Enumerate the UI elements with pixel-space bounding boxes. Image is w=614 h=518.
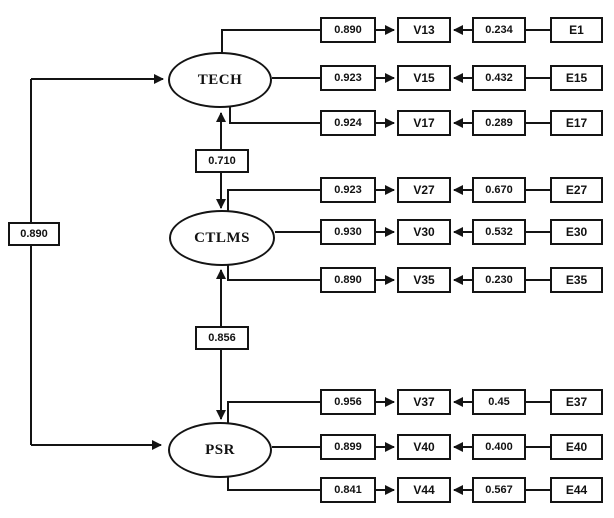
error-value-box: 0.432	[472, 65, 526, 91]
error-term-box: E44	[550, 477, 603, 503]
loading-box: 0.841	[320, 477, 376, 503]
eterm-to-error-lines	[526, 29, 550, 491]
loading-to-variable-arrows	[376, 25, 395, 495]
error-term-box: E30	[550, 219, 603, 245]
variable-box: V17	[397, 110, 451, 136]
error-term-box: E27	[550, 177, 603, 203]
variable-box: V13	[397, 17, 451, 43]
latent-to-loading-stubs	[221, 29, 320, 491]
variable-box: V40	[397, 434, 451, 460]
error-value-box: 0.670	[472, 177, 526, 203]
variable-box: V15	[397, 65, 451, 91]
tech-psr-correlation-path	[30, 74, 164, 450]
loading-box: 0.924	[320, 110, 376, 136]
error-value-box: 0.289	[472, 110, 526, 136]
loading-box: 0.956	[320, 389, 376, 415]
latent-label-tech: TECH	[197, 71, 243, 88]
path-value-tech-ctlms: 0.710	[195, 149, 249, 173]
error-value-box: 0.230	[472, 267, 526, 293]
latent-ellipse-psr: PSR	[168, 422, 272, 478]
variable-box: V30	[397, 219, 451, 245]
error-term-box: E37	[550, 389, 603, 415]
loading-box: 0.930	[320, 219, 376, 245]
path-value-ctlms-psr: 0.856	[195, 326, 249, 350]
variable-box: V37	[397, 389, 451, 415]
error-term-box: E35	[550, 267, 603, 293]
loading-box: 0.923	[320, 177, 376, 203]
variable-box: V27	[397, 177, 451, 203]
loading-box: 0.899	[320, 434, 376, 460]
loading-box: 0.890	[320, 267, 376, 293]
error-value-box: 0.45	[472, 389, 526, 415]
error-term-box: E1	[550, 17, 603, 43]
latent-ellipse-tech: TECH	[168, 52, 272, 108]
variable-box: V35	[397, 267, 451, 293]
error-term-box: E17	[550, 110, 603, 136]
error-value-box: 0.567	[472, 477, 526, 503]
loading-box: 0.890	[320, 17, 376, 43]
latent-ellipse-ctlms: CTLMS	[169, 210, 275, 266]
error-term-box: E40	[550, 434, 603, 460]
path-value-tech-psr: 0.890	[8, 222, 60, 246]
variable-box: V44	[397, 477, 451, 503]
error-value-box: 0.532	[472, 219, 526, 245]
error-to-variable-arrows	[453, 25, 472, 495]
error-value-box: 0.400	[472, 434, 526, 460]
latent-label-psr: PSR	[205, 441, 235, 458]
error-term-box: E15	[550, 65, 603, 91]
loading-box: 0.923	[320, 65, 376, 91]
error-value-box: 0.234	[472, 17, 526, 43]
latent-label-ctlms: CTLMS	[194, 229, 250, 246]
